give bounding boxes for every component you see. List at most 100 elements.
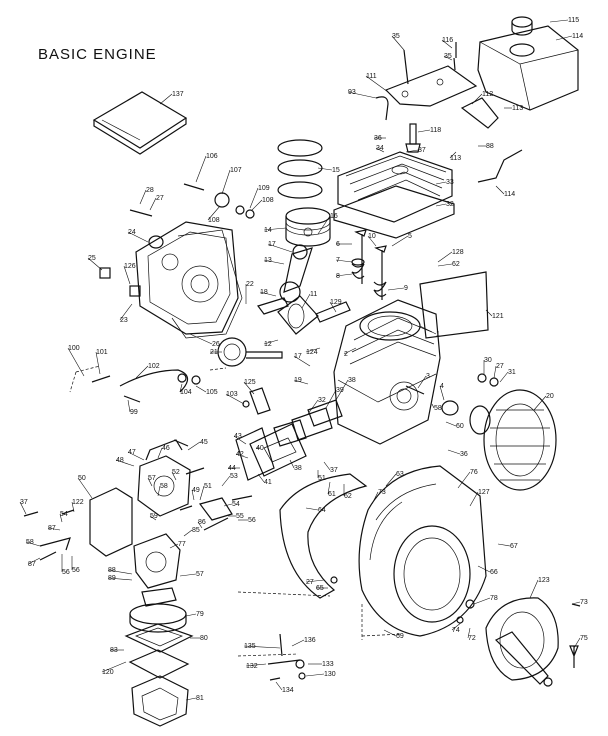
callout-label-c73b: 73 [580, 599, 588, 606]
callout-label-c43: 43 [234, 433, 242, 440]
callout-leader [195, 155, 207, 183]
callout-leader [185, 697, 197, 701]
callout-label-c114a: 114 [572, 33, 583, 40]
throttle-linkage [179, 495, 253, 531]
callout-label-c77: 77 [178, 541, 186, 548]
callout-label-c62: 62 [452, 261, 460, 268]
callout-label-c39a: 39 [336, 387, 344, 394]
rewind-starter [485, 597, 559, 687]
callout-leader [469, 491, 479, 507]
callout-leader [221, 475, 231, 487]
cam-lifter [405, 385, 425, 395]
callout-leader [317, 215, 331, 235]
callout-label-c120: 120 [102, 669, 114, 676]
callout-label-c5: 5 [408, 233, 412, 240]
callout-label-c76: 76 [470, 469, 478, 476]
callout-leader [335, 259, 353, 263]
callout-leader [375, 147, 385, 153]
callout-leader [257, 473, 265, 483]
piston [285, 207, 331, 247]
callout-leader [47, 527, 61, 531]
callout-leader [335, 379, 349, 401]
callout-label-c63: 63 [396, 471, 404, 478]
callout-label-c1: 1 [436, 331, 440, 338]
breather-assembly [273, 399, 343, 447]
callout-label-c73a: 73 [378, 489, 386, 496]
callout-label-c26: 26 [212, 341, 220, 348]
callout-label-c74: 74 [452, 627, 460, 634]
flywheel [469, 389, 557, 491]
callout-label-c59: 59 [150, 513, 158, 520]
callout-leader [87, 257, 103, 271]
callout-leader [195, 385, 207, 393]
owners-manual [92, 91, 188, 155]
callout-leader [179, 383, 183, 393]
dashed-guide-lines [237, 591, 403, 657]
callout-leader [71, 501, 75, 513]
callout-leader [439, 385, 445, 401]
carburetor [137, 439, 205, 517]
callout-leader [327, 481, 331, 495]
filter-gasket [124, 623, 194, 653]
callout-label-c16: 16 [330, 213, 338, 220]
callout-leader [235, 453, 249, 459]
callout-leader [471, 93, 483, 105]
callout-label-c36a: 36 [374, 135, 382, 142]
callout-label-c28: 28 [146, 187, 154, 194]
callout-leader [437, 263, 453, 267]
callout-leader [571, 601, 581, 605]
callout-leader [391, 35, 405, 51]
callout-label-c105: 105 [206, 389, 218, 396]
callout-leader [197, 521, 203, 529]
callout-leader [95, 351, 101, 375]
callout-leader [451, 621, 463, 631]
callout-label-c88b: 88 [108, 567, 116, 574]
callout-label-c36b: 36 [460, 451, 468, 458]
callout-label-c85: 85 [192, 527, 200, 534]
callout-leader [343, 347, 357, 355]
callout-leader [179, 573, 197, 577]
callout-leader [431, 403, 435, 409]
callout-leader [243, 645, 281, 649]
callout-leader [147, 477, 153, 487]
callout-label-c88: 88 [486, 143, 494, 150]
callout-label-c108b: 108 [208, 217, 220, 224]
callout-label-c34: 34 [376, 145, 384, 152]
callout-leader [365, 75, 389, 93]
callout-label-c22: 22 [246, 281, 254, 288]
callout-label-c137: 137 [172, 91, 184, 98]
callout-leader [159, 93, 173, 105]
callout-label-c56c: 56 [72, 567, 80, 574]
callout-label-c40: 40 [256, 445, 264, 452]
callout-leader [497, 543, 511, 547]
callout-leader [59, 513, 63, 523]
flywheel-nut [477, 373, 499, 387]
callout-label-c118: 118 [430, 127, 441, 134]
callout-label-c49: 49 [192, 487, 200, 494]
callout-label-c93: 93 [348, 89, 356, 96]
callout-label-c127: 127 [478, 489, 490, 496]
callout-leader [293, 379, 309, 385]
callout-leader [533, 395, 547, 411]
callout-leader [157, 485, 161, 497]
callout-leader [259, 291, 277, 297]
callout-label-c23: 23 [120, 317, 128, 324]
callout-label-c18: 18 [260, 289, 268, 296]
callout-leader [183, 529, 193, 537]
callout-leader [457, 471, 471, 489]
callout-leader [25, 541, 41, 547]
callout-label-c50: 50 [78, 475, 86, 482]
callout-label-c37c: 37 [20, 499, 28, 506]
callout-label-c56b: 56 [62, 569, 70, 576]
callout-label-c11: 11 [310, 291, 317, 298]
carburetor-bowl [133, 533, 181, 607]
callout-leader [317, 167, 333, 171]
callout-leader [249, 187, 259, 209]
callout-label-c113a: 113 [512, 105, 523, 112]
callout-leader [127, 399, 131, 413]
callout-label-c31: 31 [508, 369, 516, 376]
callout-label-c54b: 54 [60, 511, 68, 518]
callout-label-c64: 64 [318, 507, 326, 514]
callout-label-c81: 81 [196, 695, 204, 702]
callout-label-c27c: 27 [306, 579, 314, 586]
